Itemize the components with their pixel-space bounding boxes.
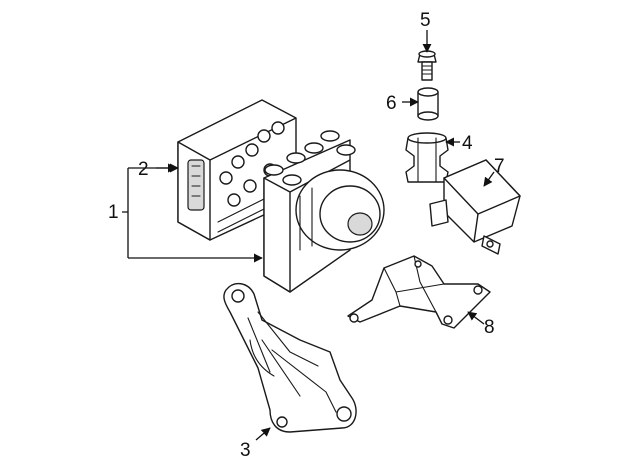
callout-4: 4 [462, 133, 473, 154]
port-fittings [264, 130, 356, 186]
bolt [417, 50, 437, 81]
sensor-bracket [347, 255, 491, 329]
abs-hydraulic-unit [263, 130, 385, 293]
callout-1: 1 [108, 202, 119, 223]
leader-lines [122, 30, 495, 441]
yaw-rate-sensor [429, 159, 521, 255]
callout-5: 5 [420, 10, 431, 31]
callout-2: 2 [138, 159, 149, 180]
callout-6: 6 [386, 93, 397, 114]
callout-3: 3 [240, 440, 251, 461]
grommet [405, 132, 449, 183]
callout-7: 7 [494, 156, 505, 177]
abs-control-module [177, 99, 297, 241]
callout-8: 8 [484, 317, 495, 338]
spacer-sleeve [417, 87, 439, 121]
mounting-bracket [223, 283, 357, 433]
